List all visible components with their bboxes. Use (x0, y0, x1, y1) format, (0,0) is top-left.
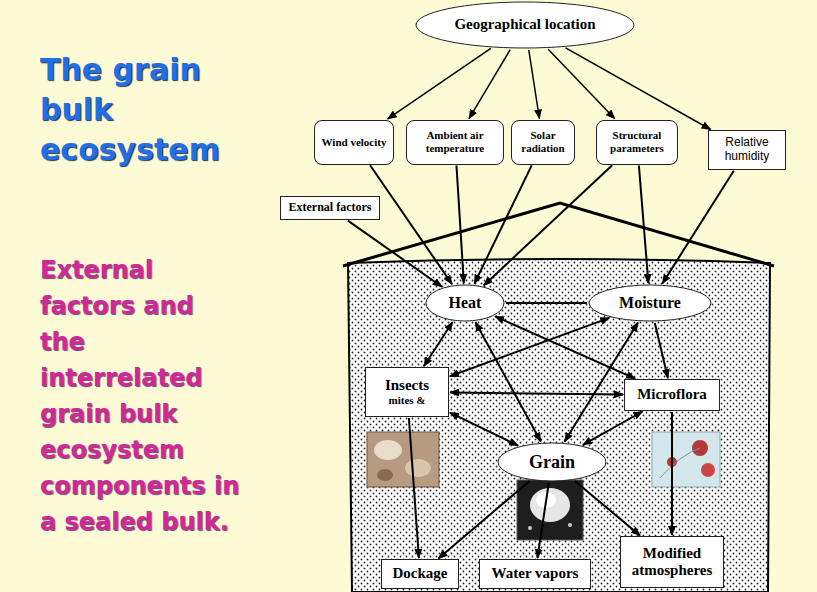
node-label: Solar radiation (518, 129, 568, 154)
node-label: Relative humidity (715, 136, 779, 164)
ellipse-shape (589, 285, 711, 321)
node-label: Geographical location (454, 16, 595, 33)
connector-arrow (450, 413, 518, 446)
connector-arrow (424, 322, 453, 366)
component-ellipse: Moisture (588, 284, 712, 322)
node-label: Water vapors (492, 565, 579, 582)
grain-bulk-body (348, 259, 770, 592)
node-label: Moisture (619, 294, 681, 312)
connector-arrow (583, 412, 643, 445)
connector-arrow (438, 481, 529, 558)
component-ellipse: Grain (497, 442, 607, 482)
location-ellipse: Geographical location (415, 1, 635, 49)
node-label: Ambient air temperature (413, 129, 497, 154)
connector-arrow (506, 302, 587, 304)
connector-arrow (537, 483, 548, 558)
connector-arrow (450, 318, 609, 376)
product-box: Water vapors (479, 559, 591, 589)
node-label: Modified atmospheres (627, 545, 717, 580)
node-label: Dockage (393, 565, 448, 582)
slide-caption: External factors and the interrelated gr… (40, 252, 245, 540)
group-label-box: External factors (280, 196, 380, 220)
connector-arrow (409, 418, 419, 558)
silo-roof (343, 203, 774, 266)
product-box: Modified atmospheres (620, 536, 724, 588)
connector-arrow (575, 481, 640, 535)
connector-arrow (476, 322, 541, 441)
microflora-photo (652, 432, 720, 487)
node-label: Microflora (637, 386, 707, 403)
node-label: Insects (385, 377, 429, 394)
connector-arrow (548, 49, 615, 119)
node-label: Grain (529, 452, 575, 473)
connector-arrow (655, 323, 668, 378)
node-sublabel: mites & (389, 394, 426, 407)
ellipse-shape (416, 2, 634, 48)
insect-photo (367, 432, 439, 487)
slide-title: The grain bulk ecosystem (40, 50, 240, 170)
connector-arrow (370, 165, 452, 284)
factor-box: Solar radiation (511, 120, 575, 165)
component-ellipse: Heat (425, 284, 505, 322)
connector-arrow (474, 165, 531, 283)
factor-box: Wind velocity (314, 120, 394, 165)
component-box: Insectsmites & (365, 367, 449, 417)
factor-box: Relative humidity (708, 130, 786, 170)
connector-arrow (495, 316, 635, 378)
product-box: Dockage (381, 559, 459, 589)
connector-arrow (566, 48, 711, 130)
connector-arrow (671, 412, 673, 535)
factor-box: Ambient air temperature (406, 120, 504, 165)
connector-arrow (639, 166, 649, 284)
connector-arrow (469, 50, 510, 119)
connector-arrow (457, 166, 464, 284)
ellipse-shape (426, 285, 504, 321)
node-label: Wind velocity (322, 136, 387, 149)
grain-photo (517, 480, 583, 540)
connector-arrow (662, 171, 733, 284)
connector-arrow (450, 393, 623, 395)
connector-arrow (484, 165, 612, 285)
connector-arrow (348, 221, 442, 287)
node-label: Heat (449, 294, 482, 312)
factor-box: Structural parameters (596, 120, 678, 165)
node-label: External factors (289, 201, 372, 215)
ellipse-shape (498, 443, 606, 481)
component-box: Microflora (624, 379, 720, 411)
node-label: Structural parameters (603, 129, 671, 154)
connector-arrow (529, 50, 540, 119)
